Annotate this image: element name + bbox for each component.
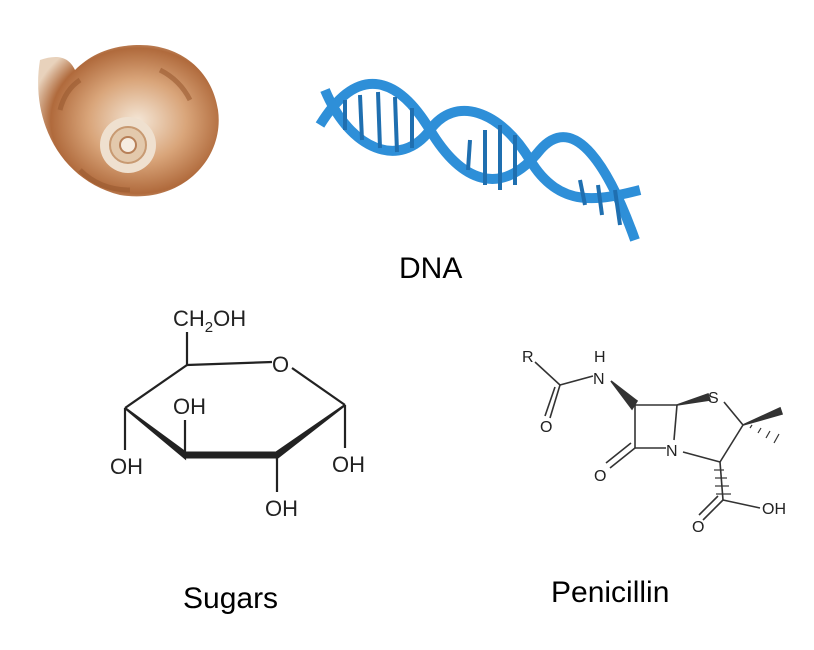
oh-label-c3: OH (173, 394, 206, 419)
penicillin-structure (534, 361, 784, 521)
amide-o-label: O (540, 419, 552, 436)
amide-n-label: N (593, 371, 605, 388)
sulfur-label: S (708, 390, 719, 407)
lactam-o-label: O (594, 468, 606, 485)
oh-label-c2: OH (265, 496, 298, 521)
oh-label-c1: OH (332, 452, 365, 477)
seashell-image (38, 45, 219, 197)
oh-label-c4: OH (110, 454, 143, 479)
carboxyl-o-label: O (692, 519, 704, 536)
carboxyl-oh-label: OH (762, 501, 786, 518)
dna-label: DNA (399, 252, 463, 285)
sugars-label: Sugars (183, 582, 279, 615)
penicillin-label: Penicillin (551, 576, 670, 609)
r-group-label: R (522, 349, 534, 366)
ring-oxygen-label: O (272, 352, 289, 377)
ch2oh-label: CH2OH (173, 306, 246, 336)
ring-n-label: N (666, 443, 678, 460)
dna-helix-image (315, 78, 642, 242)
amide-h-label: H (594, 349, 606, 366)
glucose-structure (123, 332, 347, 492)
